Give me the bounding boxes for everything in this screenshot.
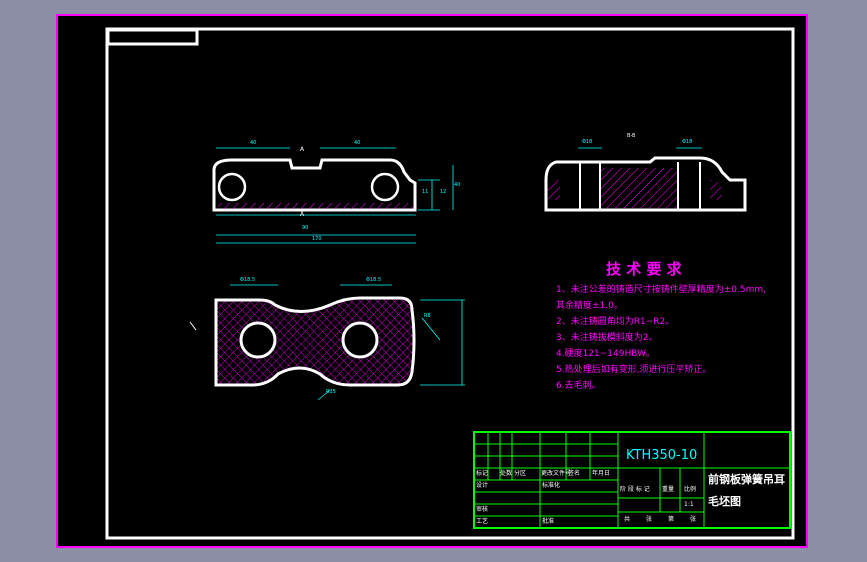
title-block: [473, 431, 791, 529]
dim-radius: R8: [424, 313, 431, 319]
section-label: B-B: [627, 133, 636, 139]
drawing-sheet: [56, 14, 808, 548]
tech-req-1b: 其余精度±1.0。: [556, 301, 623, 311]
tb-weight: 重量: [662, 486, 675, 493]
tb-approve: 批准: [542, 518, 555, 525]
tb-design: 设计: [476, 482, 489, 489]
tech-req-3: 3、未注铸拔模斜度为2。: [556, 333, 658, 343]
tb-mark: 标记: [476, 470, 489, 477]
tb-date: 年月日: [592, 470, 611, 477]
tb-sheet-no: 第: [668, 516, 675, 523]
tb-review: 审核: [476, 506, 489, 513]
tb-sign: 签名: [568, 470, 581, 477]
code-box: [106, 28, 199, 46]
dim-height: 40: [454, 182, 461, 188]
dim-top-right: 40: [354, 140, 361, 146]
tb-zone: 分区: [514, 470, 527, 477]
dim-right-b: 11: [422, 189, 429, 195]
dim-mid: 90: [302, 225, 309, 231]
dim-sec-right: Φ18: [682, 139, 693, 145]
section-view: [544, 147, 747, 212]
dim-overall: 170: [312, 236, 322, 242]
dim-sec-left: Φ18: [582, 139, 593, 145]
tech-req-6: 6.去毛刺。: [556, 381, 601, 391]
tech-requirements-heading: 技 术 要 求: [606, 260, 682, 278]
tech-req-1: 1、未注公差的铸造尺寸按铸件壁厚精度为±0.5mm,: [556, 285, 766, 295]
dim-right-a: 12: [440, 189, 447, 195]
tech-req-5: 5.热处理后如有变形,须进行压平矫正。: [556, 365, 712, 375]
tb-sheet-unit1: 张: [646, 516, 653, 523]
tb-count: 处数: [500, 470, 513, 477]
tb-standardize: 标准化: [542, 482, 561, 489]
front-view: [212, 147, 454, 244]
tb-craft: 工艺: [476, 518, 489, 525]
dim-plan-left: Φ18.5: [240, 277, 256, 283]
tb-scale-value: 1:1: [684, 501, 694, 508]
dim-top-left: 40: [250, 140, 257, 146]
drawing-title-line1: 前钢板弹簧吊耳: [708, 473, 785, 486]
inner-border: [105, 27, 795, 540]
dim-plan-right: Φ18.5: [366, 277, 382, 283]
tb-change-doc: 更改文件号: [541, 470, 572, 477]
section-a-left: A: [300, 146, 305, 153]
dim-side: R35: [326, 389, 336, 395]
tb-stage: 阶 段 标 记: [620, 486, 650, 493]
section-a-right: A: [300, 211, 305, 218]
tech-req-4: 4.硬度121~149HBW。: [556, 349, 656, 359]
drawing-title-line2: 毛坯图: [708, 495, 741, 508]
drawing-code: KTH350-10: [626, 448, 698, 463]
tb-sheet-total: 共: [624, 516, 631, 523]
tb-sheet-unit2: 张: [690, 516, 697, 523]
tech-req-2: 2、未注铸圆角均为R1~R2。: [556, 317, 675, 327]
tb-scale-label: 比例: [684, 486, 697, 493]
plan-view: [189, 284, 465, 401]
